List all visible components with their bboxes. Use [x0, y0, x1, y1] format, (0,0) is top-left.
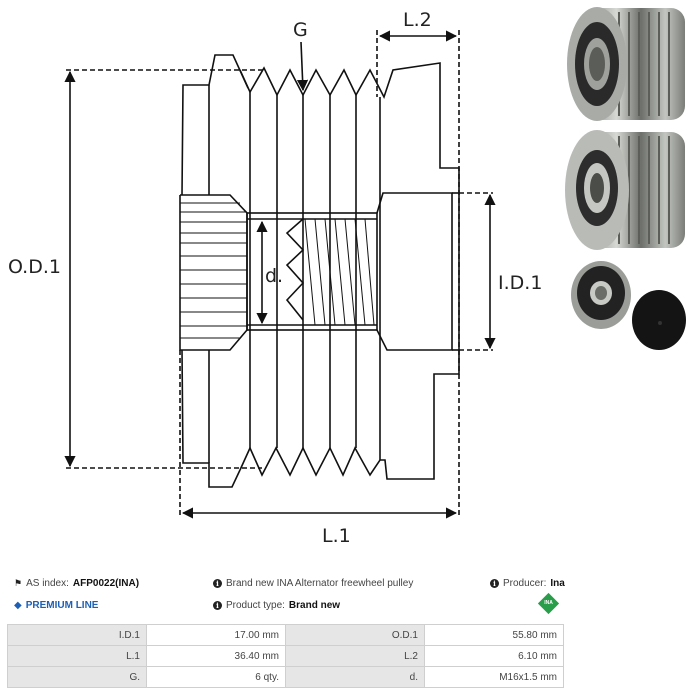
table-row: G. 6 qty. d. M16x1.5 mm — [7, 666, 564, 688]
diamond-icon: ◆ — [14, 600, 22, 611]
description: i Brand new INA Alternator freewheel pul… — [213, 578, 413, 589]
description-text: Brand new INA Alternator freewheel pulle… — [226, 578, 414, 589]
front-hub — [376, 192, 453, 351]
producer-label: Producer: — [503, 578, 547, 589]
info-icon: i — [213, 601, 222, 610]
spec-value: 6.10 mm — [424, 645, 564, 667]
groove-pointer-arrow — [296, 41, 309, 92]
spec-label: L.1 — [7, 645, 147, 667]
spec-label: d. — [285, 666, 425, 688]
spec-label: G. — [7, 666, 147, 688]
info-icon: i — [490, 579, 499, 588]
spec-label: I.D.1 — [7, 624, 147, 646]
spec-value: M16x1.5 mm — [424, 666, 564, 688]
spec-value: 17.00 mm — [146, 624, 286, 646]
pulley-technical-drawing: G L.2 O.D.1 I.D.1 d. L.1 — [8, 9, 542, 547]
table-row: I.D.1 17.00 mm O.D.1 55.80 mm — [7, 624, 564, 646]
ina-logo: INA — [537, 592, 560, 615]
groove-label: G — [293, 19, 308, 41]
product-type-value: Brand new — [288, 600, 341, 611]
table-row: L.1 36.40 mm L.2 6.10 mm — [7, 645, 564, 667]
tag-icon: ⚑ — [14, 578, 23, 588]
spec-value: 6 qty. — [146, 666, 286, 688]
l1-label: L.1 — [322, 525, 351, 547]
info-icon: i — [213, 579, 222, 588]
producer: i Producer: Ina — [490, 578, 565, 589]
pulley-photo-front — [567, 7, 685, 121]
id1-label: I.D.1 — [498, 272, 542, 294]
premium-line-badge[interactable]: ◆ PREMIUM LINE — [14, 600, 98, 611]
premium-line-label: PREMIUM LINE — [25, 600, 99, 611]
spec-table: I.D.1 17.00 mm O.D.1 55.80 mm L.1 36.40 … — [7, 624, 564, 688]
spec-value: 36.40 mm — [146, 645, 286, 667]
spec-label: L.2 — [285, 645, 425, 667]
as-index-label: AS index: — [26, 578, 69, 589]
groove-profile-top — [239, 62, 460, 190]
producer-value: Ina — [550, 578, 565, 589]
product-photos — [565, 7, 686, 350]
l2-label: L.2 — [403, 9, 432, 31]
spec-value: 55.80 mm — [424, 624, 564, 646]
od1-label: O.D.1 — [8, 256, 61, 278]
groove-profile-bottom — [239, 352, 460, 480]
rear-flange-outline — [181, 54, 249, 196]
product-type-label: Product type: — [226, 600, 285, 611]
spec-label: O.D.1 — [285, 624, 425, 646]
as-index: ⚑ AS index: AFP0022(INA) — [14, 578, 139, 589]
product-info: ⚑ AS index: AFP0022(INA) ◆ PREMIUM LINE … — [0, 572, 689, 617]
pulley-photo-rear — [565, 130, 685, 250]
splined-hub — [179, 194, 248, 351]
rear-flange-outline-bottom — [181, 349, 241, 488]
d-label: d. — [265, 265, 283, 287]
product-type: i Product type: Brand new — [213, 600, 340, 611]
as-index-value: AFP0022(INA) — [72, 578, 140, 589]
threaded-bore — [246, 212, 378, 331]
pulley-photo-with-cap — [571, 261, 686, 350]
